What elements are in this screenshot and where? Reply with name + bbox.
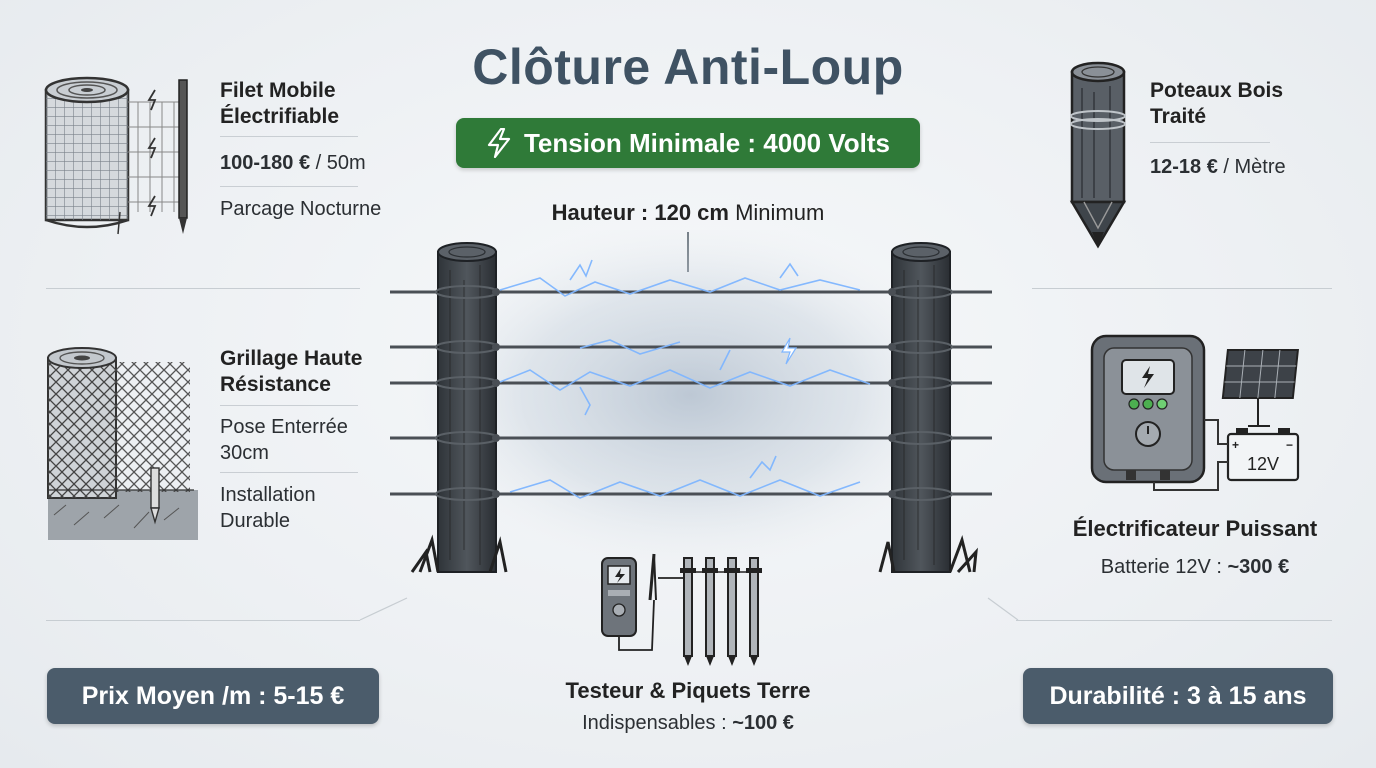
filet-price-value: 100-180 €	[220, 152, 311, 174]
wire-lightning-icon	[780, 337, 798, 365]
filet-product-name: Filet Mobile Électrifiable	[220, 78, 400, 130]
filet-price-unit: / 50m	[315, 152, 366, 174]
durability-badge: Durabilité : 3 à 15 ans	[1023, 668, 1333, 724]
energizer-illustration: + − 12V	[1090, 334, 1300, 491]
average-price-badge: Prix Moyen /m : 5-15 €	[47, 668, 379, 724]
filet-usage: Parcage Nocturne	[220, 198, 382, 220]
lightning-bolt-icon	[487, 128, 511, 158]
fence-post-left	[410, 242, 508, 573]
grillage-feature-burial: Pose Enterrée 30cm	[220, 414, 410, 466]
grillage-feature2-line1: Installation	[220, 484, 316, 506]
grillage-feature1-line2: 30cm	[220, 442, 269, 464]
grillage-feature-durable: Installation Durable	[220, 482, 410, 534]
poteaux-divider	[1150, 142, 1270, 143]
poteaux-product-name: Poteaux Bois Traité	[1150, 78, 1340, 130]
tension-banner: Tension Minimale : 4000 Volts	[456, 118, 920, 168]
separator-right-top	[1032, 288, 1332, 289]
filet-divider-1	[220, 136, 358, 137]
grillage-name-line1: Grillage Haute	[220, 347, 363, 370]
testeur-detail: Indispensables : ~100 €	[540, 710, 836, 736]
electrificateur-name: Électrificateur Puissant	[1072, 516, 1318, 541]
grillage-name-line2: Résistance	[220, 373, 331, 396]
separator-right-bottom	[1016, 620, 1332, 621]
separator-left-bottom	[46, 620, 360, 621]
poteaux-price: 12-18 € / Mètre	[1150, 154, 1350, 180]
tester-and-ground-stakes-illustration	[601, 553, 762, 666]
electrificateur-detail: Batterie 12V : ~300 €	[1040, 554, 1350, 580]
net-roll-illustration	[44, 76, 188, 235]
wooden-post-illustration	[1069, 61, 1127, 249]
separator-left-top	[46, 288, 360, 289]
grillage-divider-2	[220, 472, 358, 473]
svg-text:+: +	[1232, 438, 1239, 452]
height-label: Hauteur : 120 cm Minimum	[0, 200, 1376, 226]
filet-price: 100-180 € / 50m	[220, 150, 420, 176]
filet-name-line2: Électrifiable	[220, 105, 340, 128]
height-value: Hauteur : 120 cm	[551, 200, 729, 225]
page-title: Clôture Anti-Loup	[472, 39, 904, 95]
svg-text:−: −	[1286, 438, 1293, 452]
grillage-feature2-line2: Durable	[220, 510, 291, 532]
tension-label: Tension Minimale : 4000 Volts	[523, 127, 891, 158]
poteaux-price-value: 12-18 €	[1150, 156, 1218, 178]
testeur-price: ~100 €	[732, 712, 794, 734]
fence-post-right	[878, 242, 978, 574]
height-qualifier: Minimum	[735, 200, 825, 225]
electrificateur-detail-label: Batterie 12V :	[1100, 556, 1222, 578]
poteaux-name-line2: Traité	[1150, 105, 1207, 128]
separator-left-diagonal	[359, 597, 408, 621]
grillage-feature1-line1: Pose Enterrée	[220, 416, 348, 438]
electrificateur-price: ~300 €	[1227, 556, 1290, 578]
electric-fence-illustration	[390, 230, 992, 574]
grillage-divider-1	[220, 405, 358, 406]
filet-name-line1: Filet Mobile	[220, 79, 336, 102]
grillage-product-name: Grillage Haute Résistance	[220, 346, 400, 398]
testeur-name: Testeur & Piquets Terre	[565, 678, 811, 703]
separator-right-diagonal	[987, 597, 1019, 621]
poteaux-price-unit: / Mètre	[1223, 156, 1286, 178]
poteaux-name-line1: Poteaux Bois	[1150, 79, 1284, 102]
wire-mesh-roll-illustration	[47, 347, 198, 540]
battery-voltage-label: 12V	[1247, 454, 1279, 474]
filet-divider-2	[220, 186, 358, 187]
testeur-detail-label: Indispensables :	[582, 712, 727, 734]
